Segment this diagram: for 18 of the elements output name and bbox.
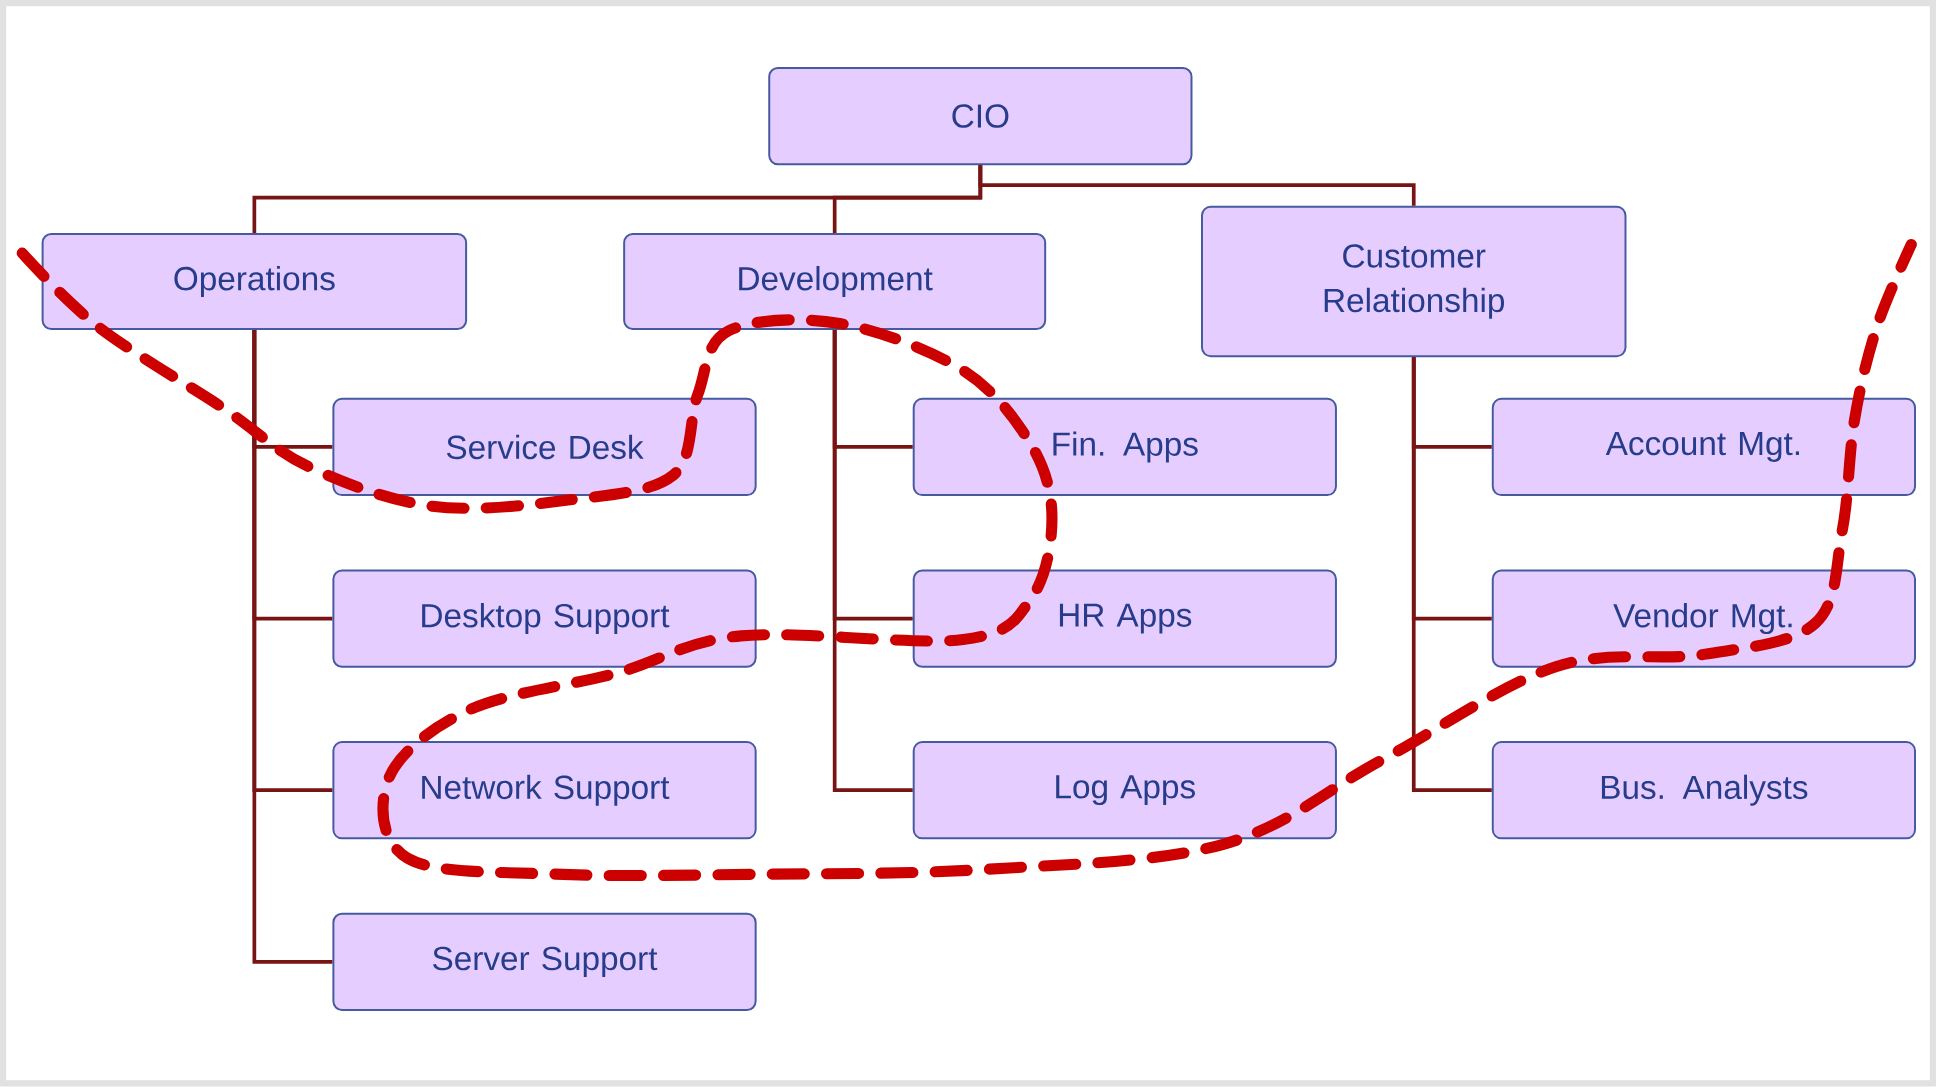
org-box: Fin. Apps (912, 398, 1337, 497)
org-box: Network Support (332, 741, 757, 840)
org-box: Service Desk (332, 398, 757, 497)
org-box: Operations (41, 233, 468, 331)
org-box: Development (623, 233, 1047, 331)
org-box: Bus. Analysts (1491, 741, 1916, 840)
connector-line (252, 330, 333, 964)
org-box: CIO (768, 67, 1193, 166)
org-box: Vendor Mgt. (1491, 569, 1916, 668)
org-box: Desktop Support (332, 569, 757, 668)
org-box: Log Apps (912, 741, 1337, 840)
connector-line (832, 330, 913, 793)
connector-line (978, 165, 1416, 207)
org-box: HR Apps (912, 569, 1337, 668)
org-box: Customer Relationship (1201, 206, 1627, 358)
connector-line (1411, 357, 1492, 793)
org-box: Server Support (332, 912, 757, 1012)
org-box: Account Mgt. (1491, 398, 1916, 497)
